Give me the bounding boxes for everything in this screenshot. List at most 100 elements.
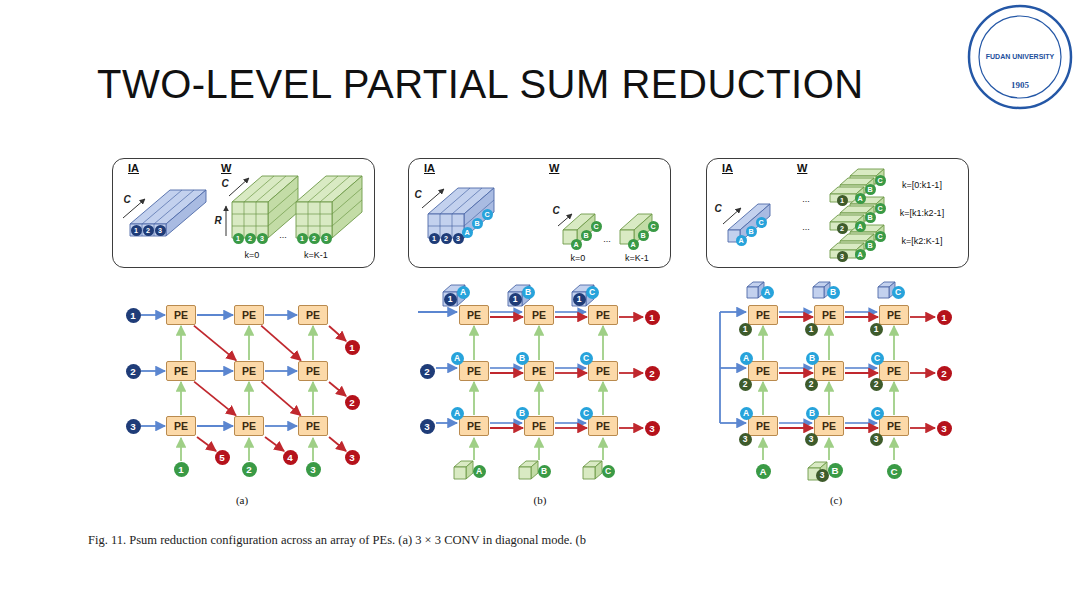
block-side bbox=[268, 176, 298, 238]
grid-line bbox=[296, 226, 332, 227]
callout-circle: A bbox=[457, 286, 470, 299]
pe-box: PE bbox=[879, 416, 909, 436]
callout-circle: 3 bbox=[306, 462, 321, 477]
grid-line bbox=[320, 176, 350, 202]
wire-line bbox=[723, 208, 741, 224]
block-front bbox=[130, 224, 166, 236]
wire-line bbox=[720, 422, 746, 424]
callout-circle: 1 bbox=[174, 462, 189, 477]
psum-connector bbox=[828, 382, 830, 415]
callout-circle: 4 bbox=[283, 450, 298, 465]
pe-label: PE bbox=[532, 309, 546, 321]
wire-line bbox=[422, 189, 444, 208]
block-front bbox=[583, 467, 595, 479]
psum-connector bbox=[490, 372, 523, 374]
psum-connector bbox=[779, 427, 813, 429]
wire-line bbox=[602, 438, 604, 460]
pe-box: PE bbox=[748, 416, 778, 436]
wire-line bbox=[558, 214, 572, 226]
wire-line bbox=[555, 422, 586, 424]
callout-circle: B bbox=[865, 240, 876, 251]
grid-line bbox=[452, 188, 482, 214]
logo-text: 1905 bbox=[1011, 81, 1029, 91]
wire-line bbox=[473, 438, 475, 460]
pe-box: PE bbox=[166, 416, 196, 436]
tensor-heading: W bbox=[549, 162, 559, 174]
pe-box: PE bbox=[524, 361, 554, 381]
block-side bbox=[466, 461, 473, 479]
callout-circle: 2 bbox=[245, 233, 256, 244]
pe-label: PE bbox=[306, 420, 320, 432]
callout-circle: C bbox=[591, 221, 602, 232]
pe-box: PE bbox=[234, 305, 264, 325]
callout-circle: 3 bbox=[937, 421, 952, 436]
wire-line bbox=[779, 311, 812, 313]
callout-circle: 2 bbox=[309, 233, 320, 244]
callout-circle: 3 bbox=[739, 433, 752, 446]
callout-circle: 1 bbox=[645, 310, 660, 325]
wire-line bbox=[910, 427, 935, 429]
pe-label: PE bbox=[596, 309, 610, 321]
pe-box: PE bbox=[459, 305, 489, 325]
wire-line bbox=[226, 206, 227, 236]
pe-box: PE bbox=[588, 416, 618, 436]
annotation-text: ... bbox=[802, 195, 810, 205]
wire-line bbox=[141, 314, 165, 316]
wire-line bbox=[779, 422, 812, 424]
grid-line bbox=[244, 176, 274, 202]
callout-circle: 3 bbox=[837, 251, 848, 262]
tensor-heading: W bbox=[797, 162, 807, 174]
annotation-text: k=0 bbox=[571, 254, 586, 264]
pe-box: PE bbox=[879, 361, 909, 381]
callout-circle: 2 bbox=[441, 233, 452, 244]
psum-connector bbox=[490, 427, 523, 429]
wire-line bbox=[329, 382, 346, 396]
pe-box: PE bbox=[748, 305, 778, 325]
callout-circle: A bbox=[451, 407, 464, 420]
wire-line bbox=[490, 422, 522, 424]
grid-line bbox=[308, 202, 309, 238]
psum-connector bbox=[490, 316, 523, 318]
panel-box: IAW bbox=[112, 158, 375, 268]
grid-line bbox=[244, 202, 245, 238]
logo-ring bbox=[969, 6, 1071, 108]
pe-box: PE bbox=[814, 305, 844, 325]
block-front bbox=[747, 287, 758, 298]
callout-circle: 3 bbox=[870, 433, 883, 446]
callout-circle: A bbox=[761, 286, 774, 299]
psum-connector bbox=[197, 425, 233, 427]
psum-connector bbox=[194, 382, 236, 416]
pe-label: PE bbox=[174, 365, 188, 377]
psum-connector bbox=[473, 382, 475, 415]
callout-circle: 2 bbox=[420, 364, 435, 379]
annotation-text: k=K-1 bbox=[304, 251, 328, 261]
wire-line bbox=[619, 427, 643, 429]
callout-circle: A bbox=[462, 227, 473, 238]
callout-circle: A bbox=[855, 193, 866, 204]
pe-label: PE bbox=[532, 420, 546, 432]
psum-connector bbox=[779, 372, 813, 374]
psum-connector bbox=[555, 316, 587, 318]
psum-connector bbox=[845, 372, 878, 374]
wire-line bbox=[720, 311, 746, 313]
pe-box: PE bbox=[234, 361, 264, 381]
callout-circle: B bbox=[806, 352, 819, 365]
callout-circle: 1 bbox=[937, 310, 952, 325]
callout-circle: C bbox=[875, 203, 886, 214]
callout-circle: C bbox=[875, 175, 886, 186]
wire-line bbox=[490, 311, 522, 313]
panel-box: IAW bbox=[408, 158, 671, 268]
wire-line bbox=[418, 311, 457, 313]
callout-circle: C bbox=[875, 231, 886, 242]
wire-line bbox=[141, 370, 165, 372]
callout-circle: 1 bbox=[739, 323, 752, 336]
wire-line bbox=[619, 372, 643, 374]
grid-line bbox=[268, 200, 298, 226]
axis-label: C bbox=[123, 194, 130, 205]
panel-label: (a) bbox=[236, 494, 248, 506]
psum-connector bbox=[893, 382, 895, 415]
wire-line bbox=[229, 178, 249, 196]
callout-circle: 2 bbox=[143, 225, 154, 236]
callout-circle: C bbox=[756, 217, 767, 228]
block-side bbox=[531, 461, 538, 479]
